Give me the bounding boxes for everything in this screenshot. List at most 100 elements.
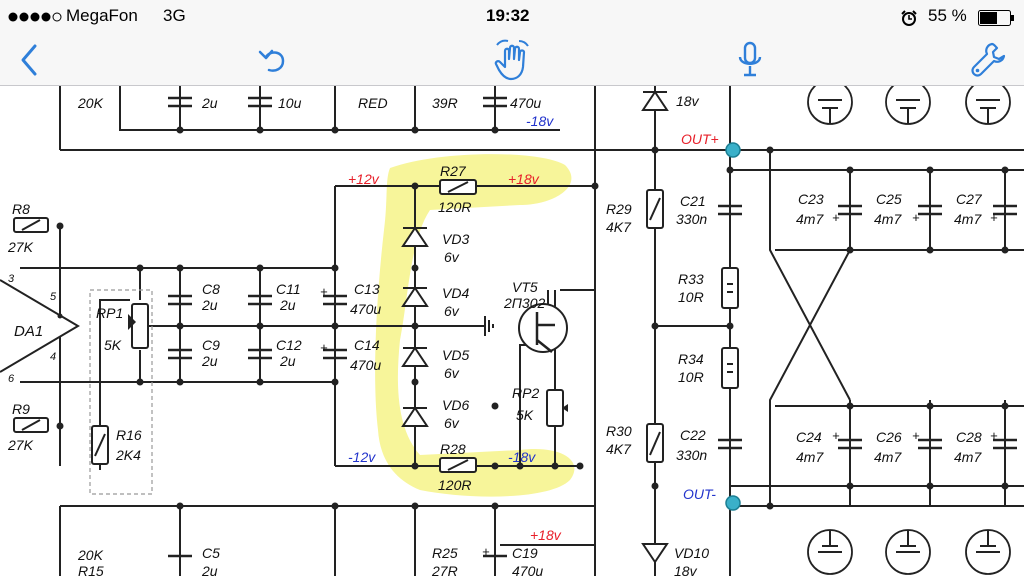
label-schematic-resistors-r34-0: R34 <box>678 351 704 367</box>
battery-percent: 55 % <box>928 6 967 25</box>
out-minus-label: OUT- <box>683 486 716 502</box>
label-schematic-top_labels-4: 39R <box>432 95 458 111</box>
label-schematic-resistors-r27-0: R27 <box>440 163 467 179</box>
svg-text:+: + <box>320 284 328 299</box>
svg-text:+: + <box>912 210 920 225</box>
label-schematic-caps-c25-1: 4m7 <box>874 211 902 227</box>
label-schematic-transistor-1: 2П302 <box>503 295 546 311</box>
label-schematic-resistors-r8-0: R8 <box>12 201 30 217</box>
label-schematic-caps-c14-1: 470u <box>350 357 381 373</box>
label-schematic-caps-c28-1: 4m7 <box>954 449 982 465</box>
out-minus-terminal <box>725 495 741 511</box>
label-schematic-resistors-r28-1: 120R <box>438 477 471 493</box>
label-schematic-caps-c13-1: 470u <box>350 301 381 317</box>
label-schematic-top_labels-0: 20K <box>77 95 104 111</box>
undo-icon <box>258 49 285 72</box>
label-schematic-bottom_labels-c5: C5 <box>202 545 220 561</box>
label-schematic-pins-3: 6 <box>8 373 15 385</box>
label-schematic-top_labels-1: 2u <box>201 95 218 111</box>
label-schematic-caps-c26-0: C26 <box>876 429 902 445</box>
out-plus-terminal <box>725 142 741 158</box>
label-schematic-caps-c26-1: 4m7 <box>874 449 902 465</box>
label-schematic-rails-p18b: +18v <box>530 527 562 543</box>
status-bar: MegaFon 3G 19:32 55 % <box>0 0 1024 34</box>
label-schematic-caps-c21-0: C21 <box>680 193 706 209</box>
network-type: 3G <box>163 6 186 25</box>
label-schematic-resistors-r16-1: 2K4 <box>115 447 141 463</box>
label-schematic-rails-m12: -12v <box>348 449 376 465</box>
label-schematic-resistors-r29-1: 4K7 <box>606 219 632 235</box>
label-schematic-caps-c14-0: C14 <box>354 337 380 353</box>
label-schematic-caps-c9-1: 2u <box>201 353 218 369</box>
label-schematic-caps-c8-0: C8 <box>202 281 220 297</box>
settings-button[interactable] <box>958 34 1018 85</box>
label-schematic-resistors-r29-0: R29 <box>606 201 632 217</box>
svg-text:+: + <box>912 428 920 443</box>
label-schematic-rails-m18b: -18v <box>526 113 554 129</box>
back-button[interactable] <box>0 34 60 85</box>
svg-text:+: + <box>990 210 998 225</box>
label-schematic-pins-1: 5 <box>50 291 57 303</box>
microphone-button[interactable] <box>720 34 780 85</box>
opamp-da1: DA1 3 5 4 6 <box>0 273 80 385</box>
label-schematic-bottom_labels-vd10: VD10 <box>674 545 709 561</box>
label-schematic-caps-c27-1: 4m7 <box>954 211 982 227</box>
undo-button[interactable] <box>243 34 303 85</box>
label-schematic-resistors-rp1-1: 5K <box>104 337 122 353</box>
label-schematic-resistors-r9-0: R9 <box>12 401 30 417</box>
label-schematic-resistors-r33-1: 10R <box>678 289 704 305</box>
label-schematic-bottom_labels-c5v: 2u <box>201 563 218 576</box>
label-schematic-pins-0: 3 <box>8 273 15 285</box>
svg-text:+: + <box>320 340 328 355</box>
label-schematic-bottom_labels-r20k: 20K <box>77 547 104 563</box>
label-schematic-resistors-r16-0: R16 <box>116 427 142 443</box>
label-schematic-bottom_labels-vd10v: 18v <box>674 563 698 576</box>
label-schematic-resistors-r8-1: 27K <box>7 239 34 255</box>
label-schematic-diodes-vd4-0: VD4 <box>442 285 469 301</box>
label-schematic-diodes-vd3-1: 6v <box>444 249 460 265</box>
label-schematic-caps-c28-0: C28 <box>956 429 982 445</box>
label-schematic-resistors-r30-1: 4K7 <box>606 441 632 457</box>
label-schematic-caps-c9-0: C9 <box>202 337 220 353</box>
label-schematic-diodes-vd6-1: 6v <box>444 415 460 431</box>
touch-button[interactable] <box>483 34 543 85</box>
back-chevron-icon <box>21 44 37 75</box>
svg-text:+: + <box>832 210 840 225</box>
label-schematic-rails-p12: +12v <box>348 171 380 187</box>
label-schematic-resistors-r34-1: 10R <box>678 369 704 385</box>
label-schematic-rails-p18: +18v <box>508 171 540 187</box>
label-schematic-diodes-vd4-1: 6v <box>444 303 460 319</box>
alarm-clock-icon <box>901 10 917 26</box>
label-schematic-bottom_labels-r25: R25 <box>432 545 458 561</box>
label-schematic-caps-c22-0: C22 <box>680 427 706 443</box>
label-schematic-bottom_labels-r25v: 27R <box>431 563 458 576</box>
label-schematic-caps-c8-1: 2u <box>201 297 218 313</box>
label-schematic-top_labels-2: 10u <box>278 95 302 111</box>
label-schematic-caps-c27-0: C27 <box>956 191 983 207</box>
label-schematic-resistors-r9-1: 27K <box>7 437 34 453</box>
label-schematic-resistors-rp2-1: 5K <box>516 407 534 423</box>
label-schematic-bottom_labels-c19: C19 <box>512 545 538 561</box>
label-schematic-resistors-r27-1: 120R <box>438 199 471 215</box>
out-plus-label: OUT+ <box>681 131 719 147</box>
label-schematic-caps-c13-0: C13 <box>354 281 380 297</box>
svg-text:+: + <box>832 428 840 443</box>
label-schematic-resistors-r28-0: R28 <box>440 441 466 457</box>
label-schematic-rails-m18: -18v <box>508 449 536 465</box>
label-schematic-top_labels-6: 18v <box>676 93 700 109</box>
svg-text:+: + <box>482 544 490 559</box>
label-schematic-caps-c21-1: 330n <box>676 211 707 227</box>
label-schematic-caps-c23-0: C23 <box>798 191 824 207</box>
label-schematic-diodes-vd5-0: VD5 <box>442 347 469 363</box>
circuit-schematic: DA1 3 5 4 6 <box>0 86 1024 576</box>
label-schematic-caps-c24-1: 4m7 <box>796 449 824 465</box>
label-schematic-caps-c23-1: 4m7 <box>796 211 824 227</box>
label-schematic-caps-c22-1: 330n <box>676 447 707 463</box>
label-schematic-diodes-vd6-0: VD6 <box>442 397 469 413</box>
wrench-icon <box>971 42 1006 77</box>
label-schematic-caps-c11-0: C11 <box>276 281 301 297</box>
label-schematic-top_labels-3: RED <box>358 95 388 111</box>
label-schematic-resistors-rp2-0: RP2 <box>512 385 539 401</box>
label-schematic-resistors-rp1-0: RP1 <box>96 305 123 321</box>
label-schematic-bottom_labels-r15: R15 <box>78 563 104 576</box>
